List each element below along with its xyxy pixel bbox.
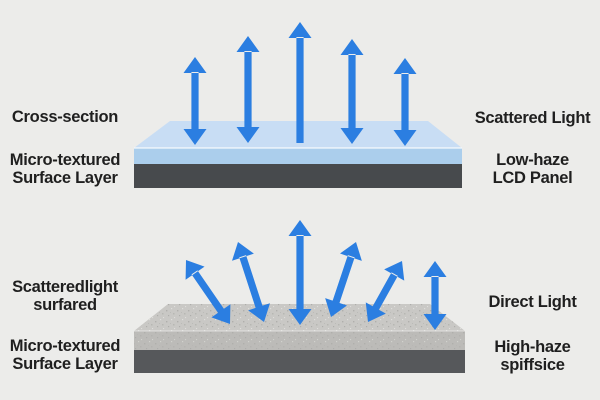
high-haze-panel [134, 304, 465, 373]
light-arrow [365, 261, 405, 322]
label-cross-section: Cross-section [11, 108, 119, 126]
light-arrow [325, 242, 362, 317]
high-haze-lcd-layer [134, 350, 465, 373]
light-arrow [393, 58, 417, 146]
low-haze-panel-front-face [134, 148, 462, 164]
direct-light-arrows [185, 220, 447, 330]
light-arrow [232, 242, 270, 322]
scattered-light-arrows [183, 22, 417, 146]
low-haze-panel [134, 121, 462, 188]
light-arrow [236, 36, 260, 143]
light-arrow [185, 260, 231, 324]
high-haze-panel-front-face-texture [134, 331, 465, 350]
label-high-haze-spiffsice: High-haze spiffsice [494, 338, 571, 374]
label-direct-light: Direct Light [488, 293, 577, 311]
light-arrow [288, 22, 312, 143]
light-arrow [288, 220, 312, 325]
label-scattered-light: Scattered Light [474, 109, 591, 127]
label-micro-textured-surface-layer-top: Micro-textured Surface Layer [9, 151, 121, 187]
low-haze-lcd-layer [134, 164, 462, 188]
label-micro-textured-surface-layer-bottom: Micro-textured Surface Layer [9, 337, 121, 373]
label-low-haze-lcd-panel: Low-haze LCD Panel [492, 151, 573, 187]
label-scatteredlight-surfared: Scatteredlight surfared [12, 278, 118, 314]
light-arrow [183, 57, 207, 145]
light-arrow [423, 261, 447, 330]
light-arrow [340, 39, 364, 144]
